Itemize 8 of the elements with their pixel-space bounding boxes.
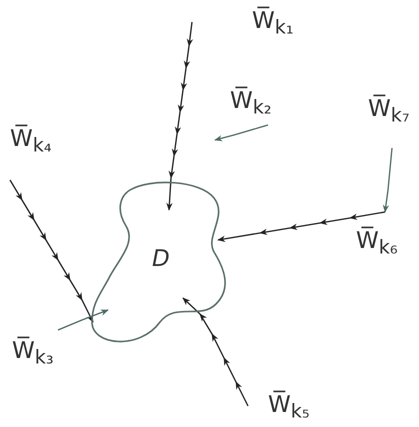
arrow [166,22,193,211]
arrow [9,180,94,323]
arrow [58,309,109,331]
arrow [382,148,393,213]
region-label: D [152,248,170,271]
arrow [182,298,249,406]
arrow [217,211,386,242]
arrow [214,124,268,142]
